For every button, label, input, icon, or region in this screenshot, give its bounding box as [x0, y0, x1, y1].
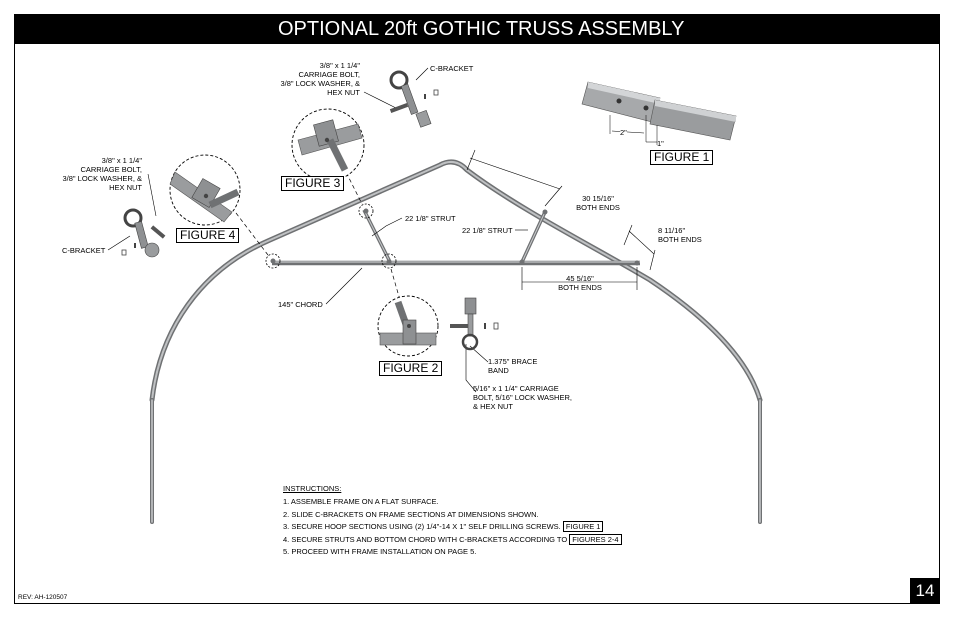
figure4-label: FIGURE 4 [176, 228, 240, 243]
figure2-label: FIGURE 2 [379, 361, 443, 376]
bottom-chord [272, 260, 640, 266]
dim-8-label: 8 11/16" BOTH ENDS [658, 226, 702, 244]
strut-right-label: 22 1/8" STRUT [462, 226, 513, 235]
bolt-top-label: 3/8" x 1 1/4" CARRIAGE BOLT, 3/8" LOCK W… [270, 61, 361, 97]
brace-line2: BAND [488, 366, 509, 375]
figure3-detail [291, 108, 365, 182]
dim-1-label: 1" [657, 139, 664, 148]
dim-2-label: 2" [620, 128, 627, 137]
revision-label: REV: AH-120507 [18, 594, 68, 601]
bolt-bottom-line3: & HEX NUT [473, 402, 514, 411]
hardware-left [121, 208, 166, 258]
instruction-step3: 3. SECURE HOOP SECTIONS USING (2) 1/4"-1… [283, 521, 622, 532]
dim-30-line1: 30 15/16" [582, 194, 614, 203]
hardware-bottom [450, 297, 499, 351]
hardware-top [389, 70, 439, 128]
dim-30-line2: BOTH ENDS [576, 203, 620, 212]
bolt-bottom-line2: BOLT, 5/16" LOCK WASHER, [473, 393, 572, 402]
page-title: OPTIONAL 20ft GOTHIC TRUSS ASSEMBLY [278, 18, 685, 40]
dim-8-line1: 8 11/16" [658, 226, 686, 235]
callout-circles [265, 203, 397, 269]
brace-line1: 1.375" BRACE [488, 357, 538, 366]
bracket-dots [270, 208, 640, 266]
instructions-heading: INSTRUCTIONS: [283, 484, 342, 493]
instruction-step4-text: 4. SECURE STRUTS AND BOTTOM CHORD WITH C… [283, 534, 568, 544]
dim-30-label: 30 15/16" BOTH ENDS [568, 194, 628, 212]
dimension-lines [466, 149, 656, 290]
strut-left-label: 22 1/8" STRUT [405, 214, 456, 223]
page-number: 14 [910, 578, 940, 604]
instruction-step2: 2. SLIDE C-BRACKETS ON FRAME SECTIONS AT… [283, 509, 539, 519]
title-bar [14, 14, 940, 44]
bolt-left-line4: HEX NUT [109, 183, 142, 192]
bolt-bottom-line1: 5/16" x 1 1/4" CARRIAGE [473, 384, 559, 393]
instruction-step3-ref: FIGURE 1 [562, 521, 604, 532]
struts [362, 209, 547, 263]
figure1-pipe-splice [581, 81, 737, 145]
instruction-step3-text: 3. SECURE HOOP SECTIONS USING (2) 1/4"-1… [283, 522, 561, 531]
instruction-step1: 1. ASSEMBLE FRAME ON A FLAT SURFACE. [283, 497, 439, 506]
instruction-step4: 4. SECURE STRUTS AND BOTTOM CHORD WITH C… [283, 533, 622, 545]
instruction-step4-ref: FIGURES 2-4 [569, 533, 622, 545]
bolt-bottom-label: 5/16" x 1 1/4" CARRIAGE BOLT, 5/16" LOCK… [473, 384, 572, 411]
dim-45-line2: BOTH ENDS [558, 283, 602, 292]
bolt-top-line4: HEX NUT [327, 88, 360, 97]
figure3-label: FIGURE 3 [281, 176, 345, 191]
instructions: INSTRUCTIONS: 1. ASSEMBLE FRAME ON A FLA… [283, 484, 622, 560]
brace-band-label: 1.375" BRACE BAND [488, 357, 537, 375]
gothic-hoop [149, 159, 763, 524]
figure4-detail [169, 154, 241, 226]
instruction-step5: 5. PROCEED WITH FRAME INSTALLATION ON PA… [283, 547, 477, 556]
bolt-top-line1: 3/8" x 1 1/4" [319, 61, 360, 70]
bolt-top-line2: CARRIAGE BOLT, [298, 70, 360, 79]
bolt-left-label: 3/8" x 1 1/4" CARRIAGE BOLT, 3/8" LOCK W… [50, 156, 143, 192]
cbracket-left-label: C-BRACKET [62, 246, 106, 255]
bolt-top-line3: 3/8" LOCK WASHER, & [280, 79, 361, 88]
chord-label: 145" CHORD [278, 300, 323, 309]
bolt-left-line3: 3/8" LOCK WASHER, & [62, 174, 143, 183]
bolt-left-line2: CARRIAGE BOLT, [80, 165, 142, 174]
dim-8-line2: BOTH ENDS [658, 235, 702, 244]
figure1-label: FIGURE 1 [650, 150, 714, 165]
dim-45-label: 45 5/16" BOTH ENDS [550, 274, 610, 292]
cbracket-top-label: C-BRACKET [430, 64, 474, 73]
figure2-detail [377, 295, 439, 357]
bolt-left-line1: 3/8" x 1 1/4" [101, 156, 142, 165]
dim-45-line1: 45 5/16" [566, 274, 594, 283]
